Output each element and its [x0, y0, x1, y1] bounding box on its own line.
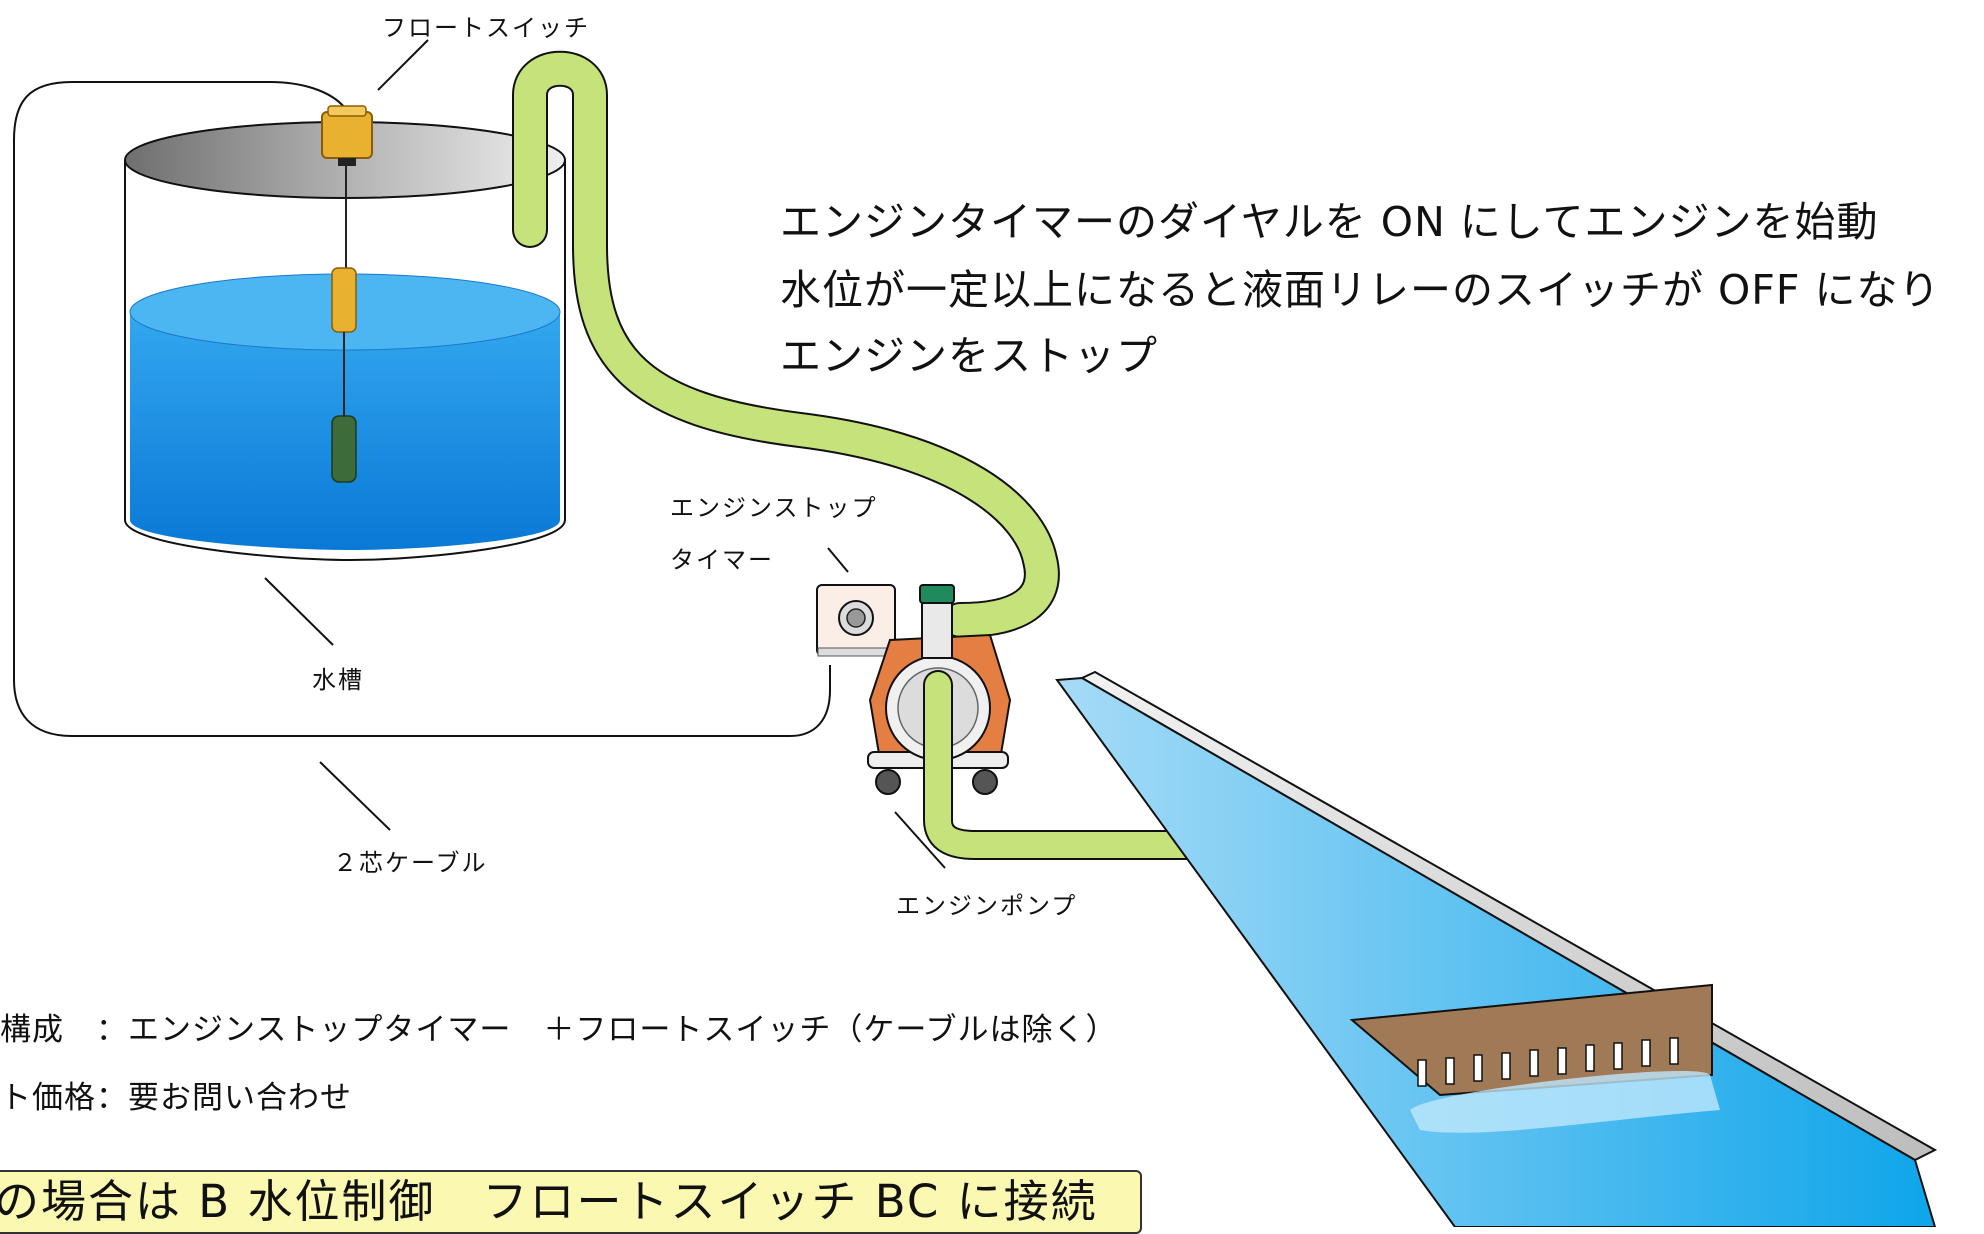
cable-line: [13, 81, 831, 737]
leader-water-tank: [264, 577, 334, 646]
label-float-switch: フロートスイッチ: [382, 14, 590, 42]
description-line-2: 水位が一定以上になると液面リレーのスイッチが OFF になり: [780, 266, 1941, 314]
spec-composition: 構成 ：エンジンストップタイマー ＋フロートスイッチ（ケーブルは除く）: [0, 1012, 1118, 1048]
leader-engine-pump: [894, 811, 946, 869]
label-water-tank: 水槽: [312, 666, 364, 694]
leader-timer: [827, 547, 849, 573]
label-engine-stop-timer-1: エンジンストップ: [670, 494, 878, 522]
engine-stop-timer-device: [816, 584, 896, 657]
description-line-1: エンジンタイマーのダイヤルを ON にしてエンジンを始動: [780, 198, 1879, 246]
label-engine-pump: エンジンポンプ: [896, 892, 1078, 920]
label-engine-stop-timer-2: タイマー: [670, 546, 774, 574]
spec-price: ト価格：要お問い合わせ: [0, 1080, 352, 1116]
leader-cable: [319, 761, 391, 831]
label-cable: ２芯ケーブル: [333, 849, 488, 877]
description-line-3: エンジンをストップ: [780, 332, 1158, 380]
float-switch-device: [321, 105, 373, 483]
leader-float-switch: [377, 39, 429, 91]
connection-note: の場合は B 水位制御 フロートスイッチ BC に接続: [0, 1170, 1142, 1234]
irrigation-channel: [1055, 670, 1938, 1227]
